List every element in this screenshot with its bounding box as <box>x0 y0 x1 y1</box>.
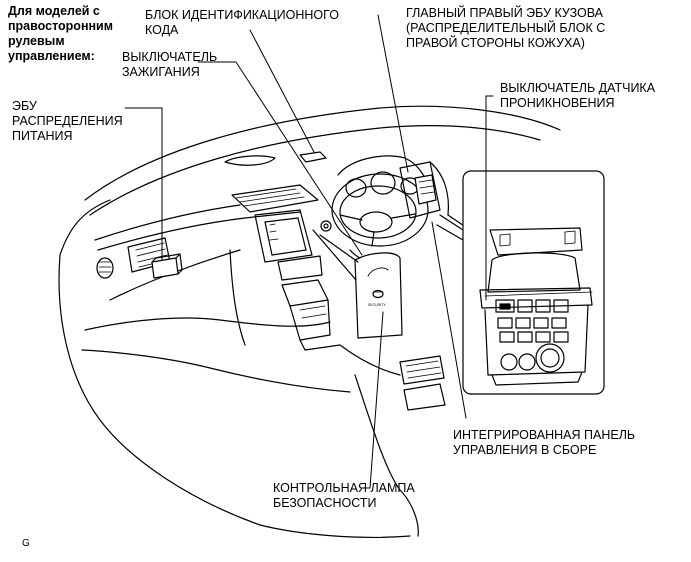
intrusion-sensor-switch-label-line-1: ВЫКЛЮЧАТЕЛЬ ДАТЧИКА <box>500 81 656 95</box>
id-code-box-label: БЛОК ИДЕНТИФИКАЦИОННОГО КОДА <box>145 8 339 38</box>
defroster-vent <box>224 155 276 166</box>
lower-console <box>339 344 446 491</box>
id-code-box-label-line-1: БЛОК ИДЕНТИФИКАЦИОННОГО <box>145 8 339 22</box>
footer-code: G <box>22 538 30 549</box>
model-note-line-1: Для моделей с <box>8 4 100 18</box>
main-body-ecu-label-line-2: (РАСПРЕДЕЛИТЕЛЬНЫЙ БЛОК С <box>406 21 606 35</box>
id-code-box-label-line-2: КОДА <box>145 23 179 37</box>
model-note: Для моделей с правосторонним рулевым упр… <box>8 4 113 64</box>
model-note-line-4: управлением: <box>8 49 95 63</box>
power-distribution-ecu-box <box>151 253 183 279</box>
power-distribution-ecu-label-line-2: РАСПРЕДЕЛЕНИЯ <box>12 114 123 128</box>
ignition-switch-label-line-1: ВЫКЛЮЧАТЕЛЬ <box>122 50 218 64</box>
security-indicator-label: КОНТРОЛЬНАЯ ЛАМПА БЕЗОПАСНОСТИ <box>273 481 415 511</box>
main-body-ecu-label-line-1: ГЛАВНЫЙ ПРАВЫЙ ЭБУ КУЗОВА <box>406 6 603 20</box>
intrusion-sensor-switch-label-line-2: ПРОНИКНОВЕНИЯ <box>500 96 615 110</box>
id-code-box <box>299 151 327 163</box>
power-distribution-ecu-label-line-3: ПИТАНИЯ <box>12 129 73 143</box>
security-text: SECURITY <box>368 303 386 307</box>
integrated-control-panel-label-line-1: ИНТЕГРИРОВАННАЯ ПАНЕЛЬ <box>453 428 636 442</box>
model-note-line-3: рулевым <box>8 34 65 48</box>
ignition-switch-label-line-2: ЗАЖИГАНИЯ <box>122 65 200 79</box>
model-note-line-2: правосторонним <box>8 19 113 33</box>
power-distribution-ecu-label-line-1: ЭБУ <box>12 99 37 113</box>
main-body-ecu-label: ГЛАВНЫЙ ПРАВЫЙ ЭБУ КУЗОВА (РАСПРЕДЕЛИТЕЛ… <box>406 6 605 51</box>
center-stack <box>231 184 341 351</box>
ignition-switch <box>320 220 332 232</box>
security-indicator-label-line-1: КОНТРОЛЬНАЯ ЛАМПА <box>273 481 415 495</box>
leader-lines <box>124 14 494 489</box>
side-vent <box>96 257 114 279</box>
control-panel-inset <box>436 170 605 395</box>
steering-wheel <box>331 155 431 265</box>
dashboard-body <box>58 105 561 538</box>
integrated-control-panel-label: ИНТЕГРИРОВАННАЯ ПАНЕЛЬ УПРАВЛЕНИЯ В СБОР… <box>453 428 635 458</box>
security-indicator-label-line-2: БЕЗОПАСНОСТИ <box>273 496 377 510</box>
main-body-ecu-label-line-3: ПРАВОЙ СТОРОНЫ КОЖУХА) <box>406 36 585 50</box>
ignition-switch-label: ВЫКЛЮЧАТЕЛЬ ЗАЖИГАНИЯ <box>122 50 217 80</box>
power-distribution-ecu-label: ЭБУ РАСПРЕДЕЛЕНИЯ ПИТАНИЯ <box>12 99 123 144</box>
security-indicator-inset: SECURITY <box>312 229 403 339</box>
intrusion-sensor-switch-label: ВЫКЛЮЧАТЕЛЬ ДАТЧИКА ПРОНИКНОВЕНИЯ <box>500 81 655 111</box>
integrated-control-panel-label-line-2: УПРАВЛЕНИЯ В СБОРЕ <box>453 443 597 457</box>
